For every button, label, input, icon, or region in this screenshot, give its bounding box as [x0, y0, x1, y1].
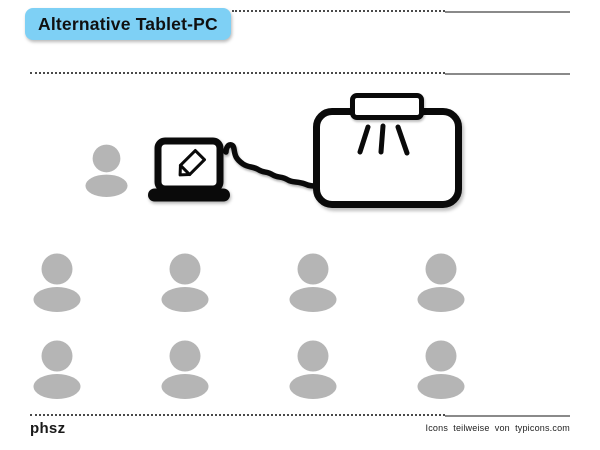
audience-person-icon	[289, 340, 337, 400]
audience-grid	[33, 253, 503, 413]
solid-line-segment	[445, 10, 570, 13]
pencil-icon	[178, 149, 206, 177]
solid-line-segment	[445, 72, 570, 75]
dotted-line	[232, 10, 445, 12]
person-icon	[417, 340, 465, 399]
brand-logo-text: phsz	[30, 420, 66, 437]
audience-person-icon	[33, 340, 81, 400]
audience-person-icon	[161, 340, 209, 400]
slide-title: Alternative Tablet-PC	[25, 8, 231, 40]
audience-person-icon	[289, 253, 337, 313]
icon-credits-text: Icons teilweise von typicons.com	[425, 423, 570, 433]
person-icon	[33, 253, 81, 312]
audience-person-icon	[417, 253, 465, 313]
person-icon	[85, 144, 128, 197]
header-rule-top	[232, 10, 570, 13]
person-icon	[161, 340, 209, 399]
dotted-line	[30, 414, 445, 416]
light-rays-icon	[357, 123, 410, 156]
dotted-line	[30, 72, 445, 74]
person-icon	[161, 253, 209, 312]
squiggly-cable-icon	[221, 139, 321, 200]
header-rule-bottom	[30, 72, 570, 75]
presenter-person-icon	[85, 142, 128, 200]
audience-person-icon	[161, 253, 209, 313]
person-icon	[417, 253, 465, 312]
footer-rule	[30, 414, 570, 417]
person-icon	[289, 340, 337, 399]
laptop-pencil-icon	[146, 132, 232, 209]
solid-line-segment	[445, 414, 570, 417]
person-icon	[289, 253, 337, 312]
audience-person-icon	[417, 340, 465, 400]
audience-person-icon	[33, 253, 81, 313]
person-icon	[33, 340, 81, 399]
beamer-icon	[350, 93, 424, 120]
